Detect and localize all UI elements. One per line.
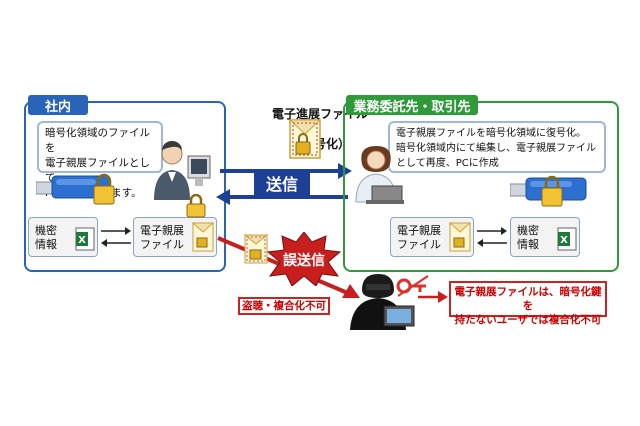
right-envelope-tile: 電子親展 ファイル (390, 217, 474, 257)
excel-icon: X (75, 227, 95, 251)
right-panel (343, 101, 619, 272)
missend-burst (266, 232, 342, 286)
envelope-file-icon (288, 119, 322, 159)
envelope-file-icon (192, 222, 214, 252)
hacker-icon (350, 274, 415, 330)
left-secret-tile: 機密 情報 X (28, 217, 98, 257)
left-envelope-label: 電子親展 ファイル (140, 224, 184, 251)
right-tiles-arrows (477, 227, 507, 247)
left-panel-title: 社内 (28, 95, 88, 115)
missend-label: 誤送信 (283, 253, 325, 269)
person-icon (154, 141, 211, 200)
padlock-icon (186, 194, 206, 218)
send-badge: 送信 (254, 169, 310, 197)
left-panel (24, 101, 226, 272)
left-note: 暗号化領域のファイルを 電子親展ファイルとして PC上に作成します。 (37, 121, 163, 199)
envelope-file-icon (244, 234, 268, 264)
result-arrow (418, 291, 448, 303)
right-envelope-label: 電子親展 ファイル (397, 224, 441, 251)
svg-text:X: X (560, 235, 568, 246)
right-note: 電子親展ファイルを暗号化領域に復号化。 暗号化領域内にて編集し、電子親展ファイル… (388, 121, 606, 173)
left-envelope-tile: 電子親展 ファイル (133, 217, 217, 257)
key-blocked-icon (396, 275, 429, 297)
eavesdrop-label: 盗聴・複合化不可 (238, 297, 330, 315)
svg-text:X: X (78, 235, 86, 246)
right-panel-title: 業務委託先・取引先 (346, 95, 478, 115)
result-note: 電子親展ファイルは、暗号化鍵を 持たないユーザでは複合化不可 (449, 281, 607, 326)
usb-lock-icon (510, 175, 587, 207)
right-secret-label: 機密 情報 (517, 224, 539, 251)
excel-icon: X (557, 227, 577, 251)
person-icon (355, 146, 404, 204)
usb-lock-icon (36, 173, 115, 205)
envelope-file-icon (449, 222, 471, 252)
left-secret-label: 機密 情報 (35, 224, 57, 251)
left-tiles-arrows (101, 227, 131, 247)
right-secret-tile: 機密 情報 X (510, 217, 580, 257)
